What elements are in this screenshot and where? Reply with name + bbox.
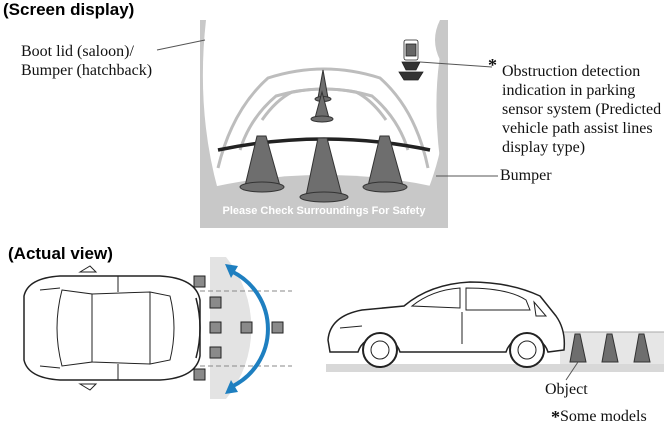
obstruction-detection-icon xyxy=(398,39,424,81)
screen-display xyxy=(200,20,448,228)
obstruction-label: * Obstruction detection indication in pa… xyxy=(488,56,662,157)
obstruction-label-line3: sensor system (Predicted xyxy=(502,101,662,118)
car-side-view xyxy=(326,281,664,381)
obstruction-label-line5: display type) xyxy=(502,139,586,156)
car-top-view xyxy=(23,257,292,399)
boot-lid-label: Boot lid (saloon)/ Bumper (hatchback) xyxy=(21,42,152,80)
boot-lid-label-line2: Bumper (hatchback) xyxy=(21,62,153,79)
guide-line-outer xyxy=(216,67,430,169)
obstruction-label-line1: Obstruction detection xyxy=(502,63,641,80)
leader-boot-lid xyxy=(156,39,206,51)
screen-caption: Please Check Surroundings For Safety xyxy=(222,205,426,217)
obstruction-label-line4: vehicle path assist lines xyxy=(502,120,653,137)
leader-object xyxy=(565,361,579,381)
cone-middle-center xyxy=(310,90,334,123)
obstruction-label-line2: indication in parking xyxy=(502,82,636,99)
object-label: Object xyxy=(545,381,588,398)
asterisk-marker: * xyxy=(488,55,497,75)
ground xyxy=(326,364,664,372)
cone-right xyxy=(362,135,408,193)
sensor-icons xyxy=(193,275,284,381)
some-models-label: Some models xyxy=(560,408,647,425)
cone-left xyxy=(239,135,285,193)
sensor-zone xyxy=(226,257,252,399)
leader-obstruction xyxy=(419,61,493,68)
asterisk-marker-note: * xyxy=(551,407,560,427)
some-models-note: *Some models xyxy=(551,407,647,427)
detection-arc-arrow xyxy=(230,269,270,389)
object-cones xyxy=(569,333,651,363)
bumper-label: Bumper xyxy=(500,167,552,184)
actual-view-heading: (Actual view) xyxy=(8,244,113,263)
cone-center xyxy=(299,137,349,203)
screen-display-heading: (Screen display) xyxy=(3,0,135,19)
boot-lid-label-line1: Boot lid (saloon)/ xyxy=(21,43,134,60)
